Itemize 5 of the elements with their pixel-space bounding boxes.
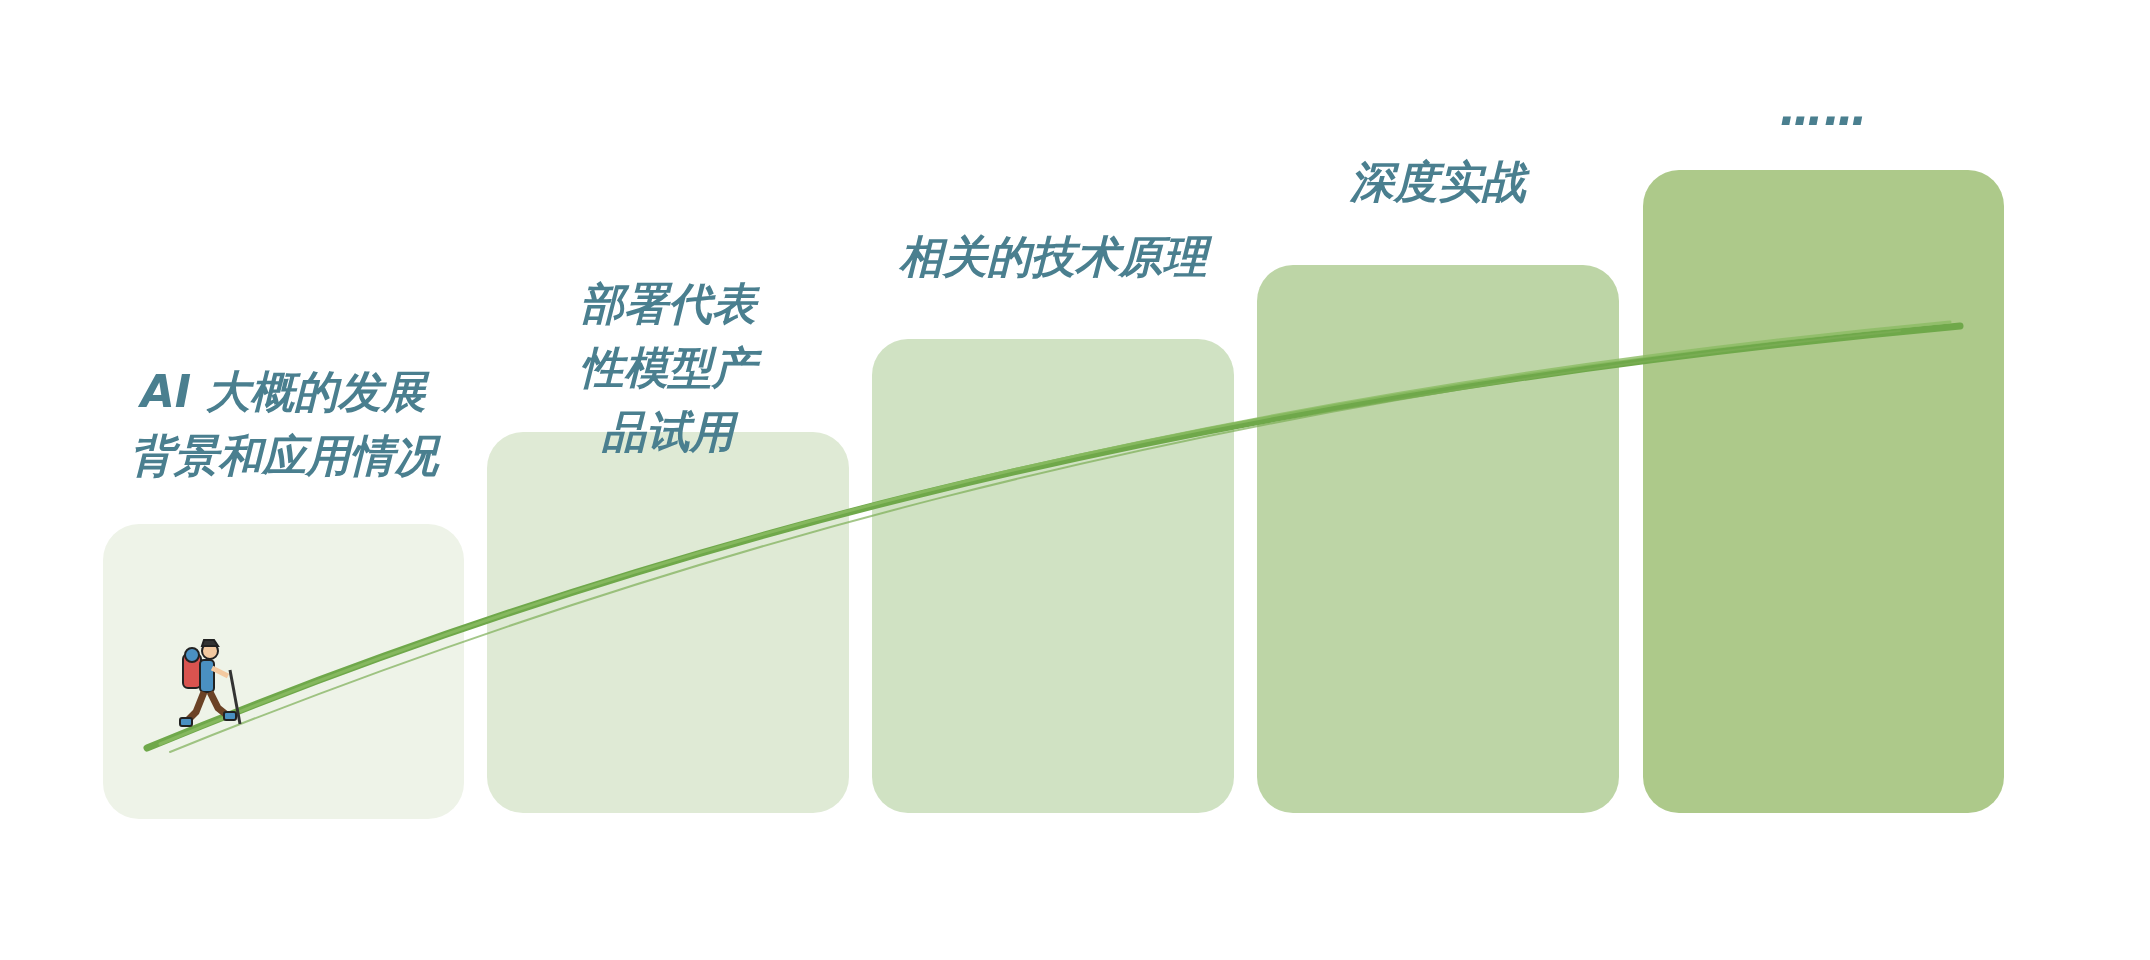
- step-heading: 深度实战: [1268, 150, 1608, 214]
- step-heading: 相关的技术原理: [883, 225, 1223, 289]
- step-heading: AI 大概的发展背景和应用情况: [123, 360, 444, 488]
- step-heading: 部署代表性模型产品试用: [538, 272, 798, 464]
- step-heading: ……: [1778, 83, 1869, 137]
